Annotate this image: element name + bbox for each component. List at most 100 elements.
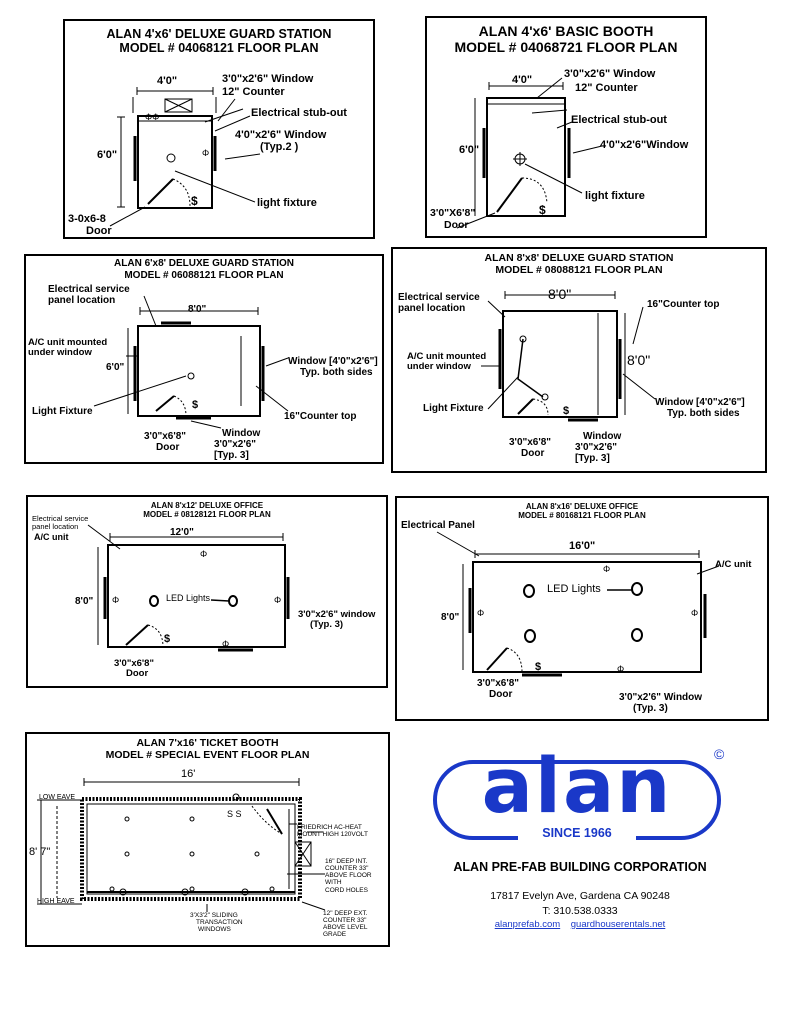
company-phone: T: 310.538.0333 bbox=[542, 905, 618, 917]
label-sliding-windows: 3'X3'2" SLIDING TRANSACTION WINDOWS bbox=[190, 912, 243, 933]
label-electrical-service-line1: Electrical service bbox=[32, 514, 89, 523]
label-door: 3'0"x6'8" Door bbox=[114, 658, 154, 680]
label-sliding-windows-line2: TRANSACTION bbox=[196, 919, 243, 927]
svg-text:Φ: Φ bbox=[274, 595, 281, 605]
label-side-window-line2: (Typ.2 ) bbox=[260, 141, 299, 154]
dimension-width: 8'0" bbox=[188, 304, 207, 315]
label-door: 3-0x6-8 Door bbox=[68, 213, 112, 237]
label-led-lights: LED Lights bbox=[547, 583, 601, 595]
dimension-height: 6'0" bbox=[459, 144, 480, 156]
svg-text:Φ: Φ bbox=[202, 148, 209, 158]
svg-text:$: $ bbox=[563, 405, 569, 417]
label-int-counter-line5: CORD HOLES bbox=[325, 886, 368, 894]
label-light-fixture: light fixture bbox=[257, 197, 317, 209]
label-led-lights: LED Lights bbox=[166, 593, 211, 603]
dimension-width: 16' bbox=[181, 768, 196, 780]
label-front-window: 3'0"x2'6" Window bbox=[564, 68, 656, 80]
panel-title-line2: MODEL # 04068721 FLOOR PLAN bbox=[454, 39, 678, 56]
logo-wordmark: alan bbox=[481, 741, 673, 830]
label-window-sides: Window [4'0"x2'6"] Typ. both sides bbox=[288, 356, 378, 378]
label-sliding-windows-line3: WINDOWS bbox=[198, 926, 231, 934]
dimension-height: 8'0" bbox=[441, 612, 460, 623]
panel-title-line2: MODEL # 08128121 FLOOR PLAN bbox=[143, 510, 271, 520]
label-ac-unit-line1: A/C unit mounted bbox=[28, 337, 108, 348]
label-door-size: 3'0"x6'8" bbox=[477, 678, 520, 689]
floor-plan-drawing: ΦΦ Φ $ bbox=[109, 87, 261, 227]
label-ext-counter-line1: 12" DEEP EXT. bbox=[323, 910, 368, 917]
dimension-height: 8'0" bbox=[627, 352, 651, 368]
link-guardhouserentals[interactable]: guardhouserentals.net bbox=[570, 919, 666, 930]
label-int-counter-line4: WITH bbox=[325, 879, 342, 887]
label-window-bottom: Window 3'0"x2'6" [Typ. 3] bbox=[214, 428, 260, 461]
label-light-fixture: Light Fixture bbox=[423, 403, 484, 414]
label-electrical-service-line2: panel location bbox=[32, 522, 79, 532]
label-ext-counter-line3: ABOVE LEVEL bbox=[323, 924, 368, 932]
label-door-text: Door bbox=[444, 218, 469, 231]
panel-title-line1: ALAN 8'x16' DELUXE OFFICE bbox=[525, 502, 639, 511]
floor-plan-drawing: $ bbox=[93, 295, 289, 429]
floor-plan-drawing: Φ Φ Φ Φ $ bbox=[87, 524, 290, 652]
link-alanprefab[interactable]: alanprefab.com bbox=[494, 919, 561, 930]
dimension-height: 6'0" bbox=[97, 149, 118, 161]
label-electrical-service: Electrical service panel location bbox=[48, 284, 130, 306]
label-side-window: 4'0"x2'6" Window (Typ.2 ) bbox=[235, 129, 326, 153]
svg-text:$: $ bbox=[535, 661, 541, 673]
label-door-text: Door bbox=[156, 442, 180, 453]
panel-title: ALAN 6'x8' DELUXE GUARD STATION MODEL # … bbox=[26, 258, 382, 281]
label-electrical-service: Electrical service panel location bbox=[398, 292, 480, 314]
label-ac-unit-line2: under window bbox=[28, 347, 92, 359]
panel-title: ALAN 8'x8' DELUXE GUARD STATION MODEL # … bbox=[393, 252, 765, 276]
label-door-text: Door bbox=[489, 689, 513, 700]
dimension-width: 4'0" bbox=[512, 74, 533, 86]
svg-text:Φ: Φ bbox=[200, 549, 207, 559]
panel-8x16-office: ALAN 8'x16' DELUXE OFFICE MODEL # 801681… bbox=[395, 496, 769, 721]
panel-title: ALAN 8'x12' DELUXE OFFICE MODEL # 081281… bbox=[28, 501, 386, 519]
panel-title-line1: ALAN 7'x16' TICKET BOOTH bbox=[136, 737, 279, 749]
label-window-bottom-line1: Window bbox=[583, 431, 622, 442]
panel-title-line2: MODEL # 06088121 FLOOR PLAN bbox=[124, 269, 284, 281]
label-friedrich: FRIEDRICH AC-HEAT MOUNT HIGH 120VOLT bbox=[297, 824, 368, 838]
label-door: 3'0"x6'8" Door bbox=[477, 678, 519, 700]
label-ac-unit-line2: under window bbox=[407, 361, 471, 373]
panel-4x6-deluxe: ALAN 4'x6' DELUXE GUARD STATION MODEL # … bbox=[63, 19, 375, 239]
dimension-height: 6'0" bbox=[106, 362, 125, 373]
panel-title-line2: MODEL # 80168121 FLOOR PLAN bbox=[518, 511, 646, 521]
label-window-line1: 3'0"x2'6" window bbox=[298, 609, 376, 620]
dimension-height: 8'0" bbox=[75, 596, 94, 607]
label-int-counter-line2: COUNTER 33" bbox=[325, 865, 369, 873]
panel-4x6-basic: ALAN 4'x6' BASIC BOOTH MODEL # 04068721 … bbox=[425, 16, 707, 238]
label-light-fixture: Light Fixture bbox=[32, 406, 93, 417]
dimension-width: 4'0" bbox=[157, 75, 178, 87]
label-door: 3'0"x6'8" Door bbox=[144, 431, 186, 453]
label-electrical-panel: Electrical Panel bbox=[401, 520, 475, 531]
label-window-bottom-line1: Window bbox=[222, 428, 261, 439]
label-door: 3'0"X6'8" Door bbox=[430, 207, 475, 231]
label-electrical-service-line1: Electrical service bbox=[48, 284, 130, 295]
label-electrical-stub: Electrical stub-out bbox=[571, 114, 667, 126]
svg-text:$: $ bbox=[164, 633, 170, 645]
label-counter: 12" Counter bbox=[575, 82, 638, 94]
floor-plan-drawing: Φ Φ Φ Φ $ bbox=[436, 531, 720, 677]
panel-title: ALAN 7'x16' TICKET BOOTH MODEL # SPECIAL… bbox=[27, 737, 388, 761]
label-window-sides-line1: Window [4'0"x2'6"] bbox=[655, 397, 745, 408]
label-ext-counter-line2: COUNTER 33" bbox=[323, 917, 367, 925]
label-door-size: 3'0"x6'8" bbox=[144, 431, 187, 442]
label-door-text: Door bbox=[126, 668, 149, 680]
logo-since: SINCE 1966 bbox=[518, 824, 636, 842]
floor-plan-drawing: $ bbox=[456, 77, 603, 229]
svg-text:Φ: Φ bbox=[691, 608, 698, 618]
svg-text:$: $ bbox=[191, 194, 198, 208]
label-friedrich-line1: FRIEDRICH AC-HEAT bbox=[297, 824, 362, 831]
svg-text:Φ: Φ bbox=[222, 639, 229, 649]
label-int-counter-line3: ABOVE FLOOR bbox=[325, 872, 372, 880]
label-counter: 12" Counter bbox=[222, 86, 285, 98]
label-low-eave: LOW EAVE bbox=[39, 794, 76, 801]
label-ss: S S bbox=[227, 809, 242, 819]
svg-text:Φ: Φ bbox=[112, 595, 119, 605]
label-window-sides-line2: Typ. both sides bbox=[667, 408, 740, 419]
label-window-bottom-line2: 3'0"x2'6" bbox=[214, 439, 257, 450]
panel-title-line1: ALAN 8'x12' DELUXE OFFICE bbox=[150, 501, 264, 510]
panel-title-line1: ALAN 4'x6' DELUXE GUARD STATION bbox=[106, 27, 332, 41]
panel-title: ALAN 4'x6' DELUXE GUARD STATION MODEL # … bbox=[65, 27, 373, 56]
panel-title-line1: ALAN 6'x8' DELUXE GUARD STATION bbox=[114, 258, 294, 269]
